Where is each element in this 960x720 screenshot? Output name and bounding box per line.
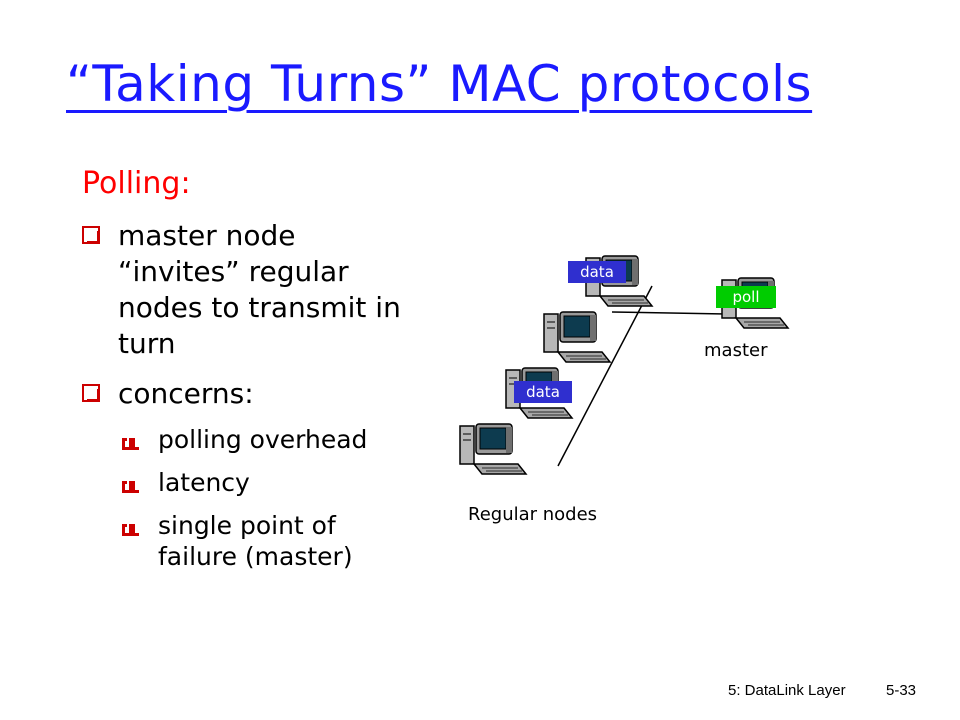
bullet-text: master node “invites” regular nodes to t… xyxy=(118,219,401,360)
sub-bullet-item: latency xyxy=(118,467,422,498)
sub-bullet-text: polling overhead xyxy=(158,425,368,454)
bullet-text: concerns: xyxy=(118,377,254,410)
polling-diagram: data data poll xyxy=(459,255,789,475)
poll-tag-text: poll xyxy=(732,288,759,306)
footer-page-number: 5-33 xyxy=(886,682,917,699)
master-link-line xyxy=(611,311,727,315)
m-bullet-icon xyxy=(122,519,139,536)
data-tag-text: data xyxy=(526,383,560,401)
sub-bullet-list: polling overhead latency single point of… xyxy=(118,424,422,572)
data-tag-text: data xyxy=(580,263,614,281)
computer-node-icon xyxy=(459,423,527,475)
m-bullet-icon xyxy=(122,433,139,450)
bullet-item: concerns: polling overhead latency singl… xyxy=(82,376,422,572)
checkbox-bullet-icon xyxy=(82,384,100,402)
regular-nodes-label: Regular nodes xyxy=(468,504,598,525)
master-label: master xyxy=(704,340,768,361)
data-tag xyxy=(514,381,572,403)
section-heading: Polling: xyxy=(82,166,191,201)
data-tag xyxy=(568,261,626,283)
bullet-list: master node “invites” regular nodes to t… xyxy=(82,218,422,584)
checkbox-bullet-icon xyxy=(82,226,100,244)
sub-bullet-text: latency xyxy=(158,468,250,497)
computer-node-icon xyxy=(543,311,611,363)
bullet-item: master node “invites” regular nodes to t… xyxy=(82,218,422,362)
m-bullet-icon xyxy=(122,476,139,493)
sub-bullet-text: single point of failure (master) xyxy=(158,511,353,571)
sub-bullet-item: polling overhead xyxy=(118,424,422,455)
footer-chapter: 5: DataLink Layer xyxy=(728,682,846,699)
shared-bus-line xyxy=(557,285,653,467)
slide-title: “Taking Turns” MAC protocols xyxy=(66,55,813,113)
sub-bullet-item: single point of failure (master) xyxy=(118,510,422,572)
poll-tag xyxy=(716,286,776,308)
